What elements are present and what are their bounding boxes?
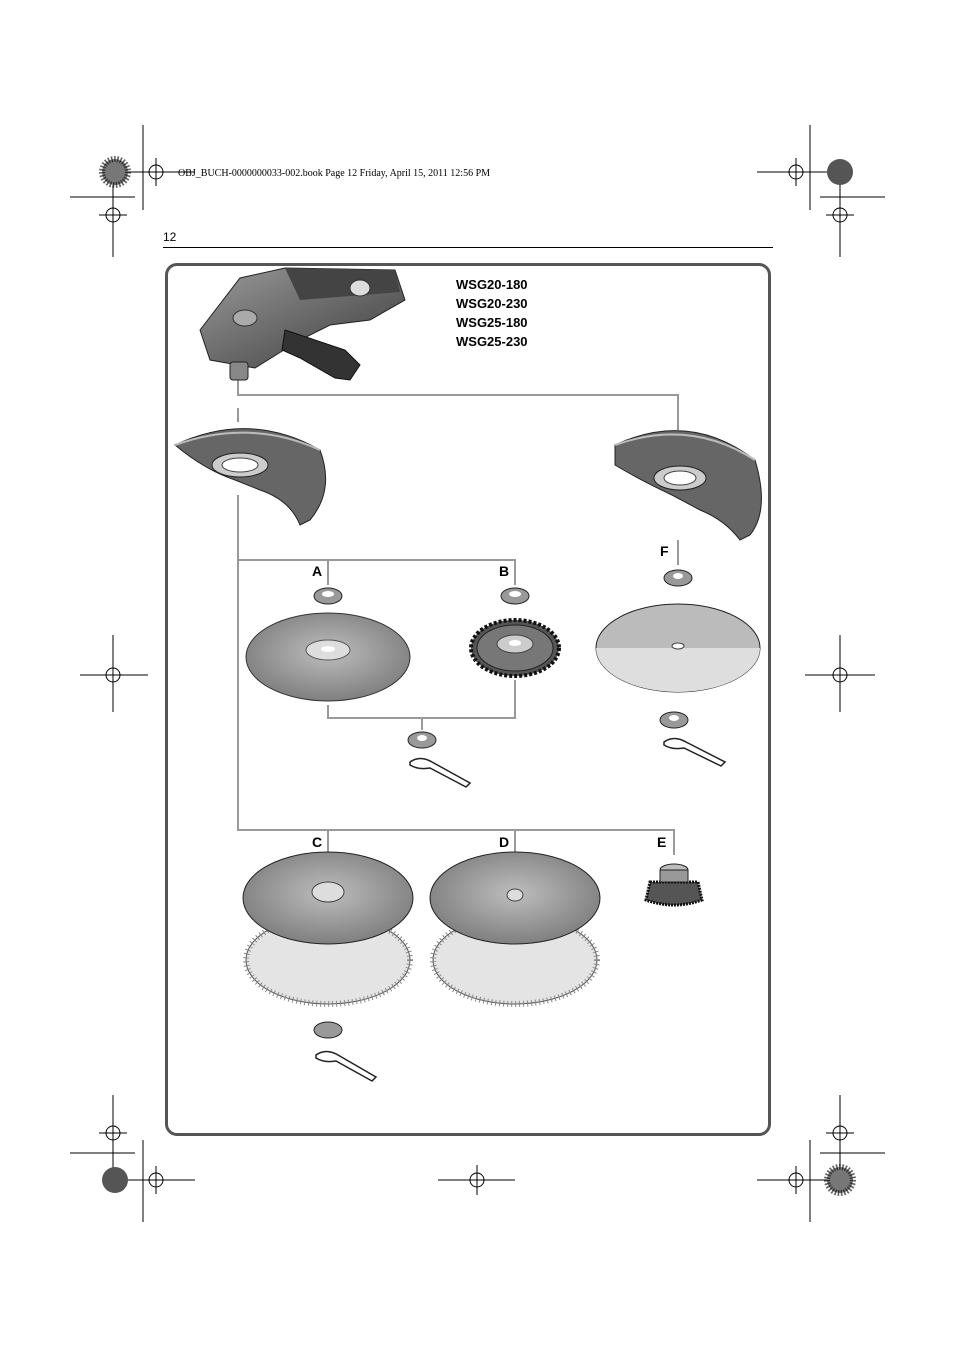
book-header-line: OBJ_BUCH-0000000033-002.book Page 12 Fri… (178, 168, 491, 179)
right-guard (614, 430, 762, 541)
connector-lines (237, 380, 679, 855)
page-number: 12 (163, 230, 177, 244)
item-c-backing-pad (242, 851, 414, 1082)
item-b-wire-brush (469, 587, 561, 678)
label-c: C (312, 834, 323, 850)
model-name: WSG20-230 (456, 296, 528, 311)
label-d: D (499, 834, 510, 850)
grinder-illustration (199, 267, 406, 381)
left-guard (174, 428, 327, 526)
item-d-rubber-pad (429, 851, 601, 1007)
label-e: E (657, 834, 667, 850)
model-list: WSG20-180 WSG20-230 WSG25-180 WSG25-230 (456, 275, 528, 351)
item-e-cup-brush (644, 863, 704, 907)
label-b: B (499, 563, 510, 579)
model-name: WSG20-180 (456, 277, 528, 292)
item-f-cutting-disc (595, 569, 761, 767)
item-ab-nut-wrench (407, 731, 472, 788)
figure-frame (165, 263, 771, 1136)
header-rule (163, 247, 773, 248)
label-f: F (660, 543, 669, 559)
label-a: A (312, 563, 323, 579)
item-a-disc (245, 587, 411, 702)
model-name: WSG25-230 (456, 334, 528, 349)
model-name: WSG25-180 (456, 315, 528, 330)
